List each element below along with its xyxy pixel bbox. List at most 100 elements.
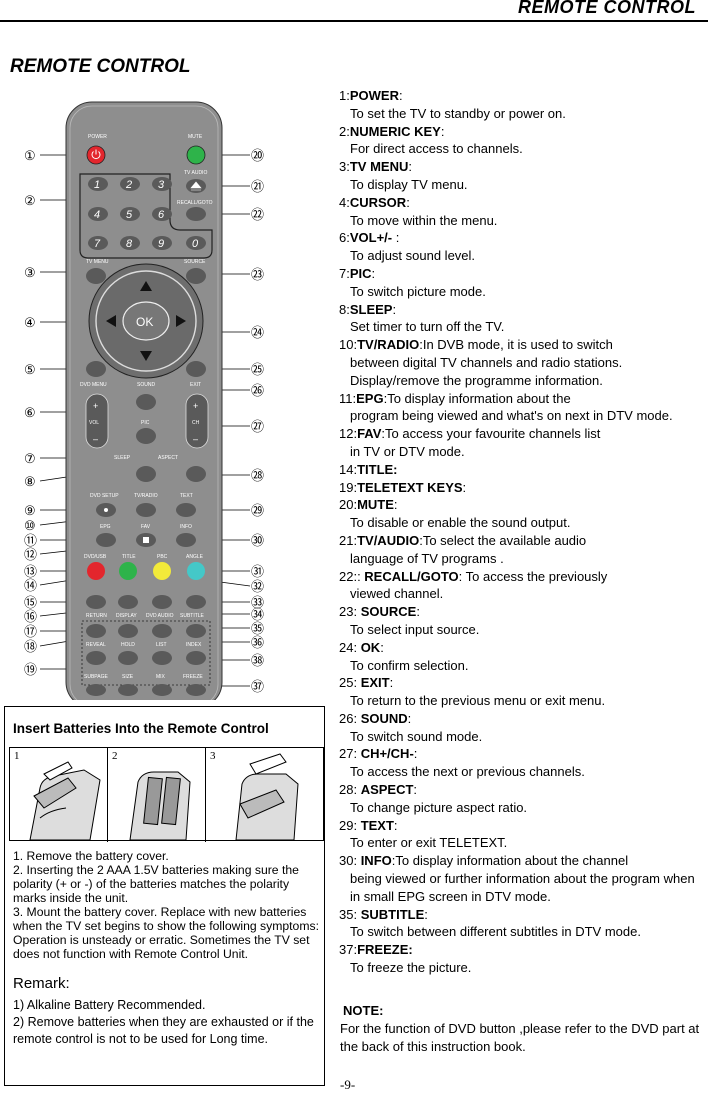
pause-button xyxy=(118,624,138,638)
ch-rocker xyxy=(185,393,209,449)
function-key-name: TELETEXT KEYS xyxy=(357,479,463,495)
function-key-name: TITLE: xyxy=(357,461,398,477)
callout-7: ⑦ xyxy=(24,451,36,466)
sleep-button xyxy=(136,466,156,482)
function-number: 10: xyxy=(339,337,358,353)
digit-5: 5 xyxy=(126,209,133,221)
power-label: POWER xyxy=(88,134,107,140)
callout-6: ⑥ xyxy=(24,405,36,420)
remark-1: 1) Alkaline Battery Recommended. xyxy=(13,998,206,1012)
function-separator: : xyxy=(389,675,394,691)
mute-button xyxy=(186,145,206,165)
function-key-name: PIC xyxy=(349,265,372,281)
function-number: 35: xyxy=(339,906,361,922)
function-number: 6: xyxy=(339,230,350,246)
dvd-setup-label: DVD SETUP xyxy=(90,493,119,499)
remark-title: Remark: xyxy=(13,975,70,992)
eject-icon xyxy=(190,181,202,191)
function-number: 24: xyxy=(339,639,361,655)
callout-30: ㉚ xyxy=(251,533,264,548)
function-separator: : xyxy=(398,88,403,103)
function-item: 10:TV/RADIO:In DVB mode, it is used to s… xyxy=(339,336,707,389)
function-key-name: TEXT xyxy=(360,817,394,833)
callout-22: ㉒ xyxy=(251,207,264,222)
function-item: 3:TV MENU:To display TV menu. xyxy=(339,158,707,194)
callouts-right: ⑳ ㉑ ㉒ ㉓ ㉔ ㉕ ㉖ ㉗ ㉘ ㉙ ㉚ ㉛ ㉜ ㉝ ㉞ ㉟ ㊱ ㊳ ㊲ xyxy=(251,148,264,694)
power-button xyxy=(86,145,106,165)
function-separator: : xyxy=(392,230,400,246)
dvd-usb-label: DVD/USB xyxy=(84,554,107,560)
function-separator: : xyxy=(462,479,467,495)
callout-34: ㉞ xyxy=(251,607,264,622)
mute-label: MUTE xyxy=(188,134,203,140)
callout-3: ③ xyxy=(24,265,36,280)
function-heading: 8:SLEEP: xyxy=(339,301,707,319)
prev-button xyxy=(86,595,106,609)
function-separator: : xyxy=(413,746,418,762)
function-description: Set timer to turn off the TV. xyxy=(350,319,505,335)
function-item: 23: SOURCE:To select input source. xyxy=(339,603,707,639)
exit-label: EXIT xyxy=(190,382,201,388)
function-separator: : xyxy=(392,301,397,317)
function-item: 22:: RECALL/GOTO: To access the previous… xyxy=(339,568,707,604)
function-number: 26: xyxy=(339,710,361,726)
callout-35: ㉟ xyxy=(251,621,264,636)
function-description: To adjust sound level. xyxy=(350,248,476,264)
header-rule xyxy=(0,20,708,22)
function-item: 29: TEXT:To enter or exit TELETEXT. xyxy=(339,817,707,853)
function-number: 19: xyxy=(339,479,358,495)
index-label: INDEX xyxy=(186,642,202,648)
title-label: TITLE xyxy=(122,554,136,560)
function-item: 24: OK: To confirm selection. xyxy=(339,639,707,675)
function-heading: 28: ASPECT: xyxy=(339,781,707,799)
callout-36: ㊱ xyxy=(251,635,264,650)
callout-16: ⑯ xyxy=(24,609,37,624)
callout-23: ㉓ xyxy=(251,267,264,282)
freeze-button xyxy=(186,684,206,696)
function-item: 6:VOL+/- :To adjust sound level. xyxy=(339,229,707,265)
function-heading: 11:EPG:To display information about the xyxy=(339,390,707,408)
function-key-name: POWER xyxy=(349,88,399,103)
down-arrow-icon xyxy=(140,351,152,361)
function-heading: 20:MUTE: xyxy=(339,496,707,514)
dvd-menu-label: DVD MENU xyxy=(80,382,107,388)
recall-goto-label: RECALL/GOTO xyxy=(177,200,213,206)
header-bar: REMOTE CONTROL xyxy=(0,0,708,22)
function-number: 12: xyxy=(339,426,358,442)
function-separator: : xyxy=(380,639,384,655)
function-item: 1:POWER:To set the TV to standby or powe… xyxy=(339,87,707,123)
function-separator: : xyxy=(381,426,386,442)
function-key-name: SUBTITLE xyxy=(360,906,425,922)
function-key-name: FAV xyxy=(357,426,382,442)
function-separator: : xyxy=(419,337,423,353)
mix-button xyxy=(152,684,172,696)
mix-label: MIX xyxy=(156,674,166,680)
function-description: between digital TV channels and radio st… xyxy=(350,354,623,388)
function-number: 4: xyxy=(339,194,350,210)
digit-0: 0 xyxy=(192,238,199,250)
function-description: To switch between different subtitles in… xyxy=(350,924,641,940)
function-separator: : xyxy=(424,906,428,922)
vol-plus-icon: + xyxy=(93,401,98,411)
function-key-name: OK xyxy=(360,639,381,655)
exit-button xyxy=(186,361,206,377)
function-key-name: TV/AUDIO xyxy=(357,532,420,548)
numeric-keypad: 1 2 3 4 5 6 7 8 9 0 xyxy=(88,177,206,250)
function-item: 8:SLEEP:Set timer to turn off the TV. xyxy=(339,301,707,337)
function-description: To confirm selection. xyxy=(350,657,469,673)
function-item: 7:PIC:To switch picture mode. xyxy=(339,265,707,301)
callouts-left: ① ② ③ ④ ⑤ ⑥ ⑦ ⑧ ⑨ ⑩ ⑪ ⑫ ⑬ ⑭ ⑮ ⑯ ⑰ ⑱ ⑲ xyxy=(24,148,37,677)
battery-step-3-number: 3 xyxy=(210,750,216,762)
battery-step-2-panel: 2 xyxy=(108,748,206,842)
function-heading: 30: INFO:To display information about th… xyxy=(339,852,707,870)
function-item: 26: SOUND:To switch sound mode. xyxy=(339,710,707,746)
function-inline-text: To display information about the channel xyxy=(395,853,629,869)
callout-1: ① xyxy=(24,148,36,163)
callout-5: ⑤ xyxy=(24,362,36,377)
vol-rocker xyxy=(85,393,109,449)
battery-cover-mount-image xyxy=(235,753,299,841)
digit-8: 8 xyxy=(126,238,133,250)
function-number: 14: xyxy=(339,461,358,477)
function-key-name: TV/RADIO xyxy=(357,337,420,353)
